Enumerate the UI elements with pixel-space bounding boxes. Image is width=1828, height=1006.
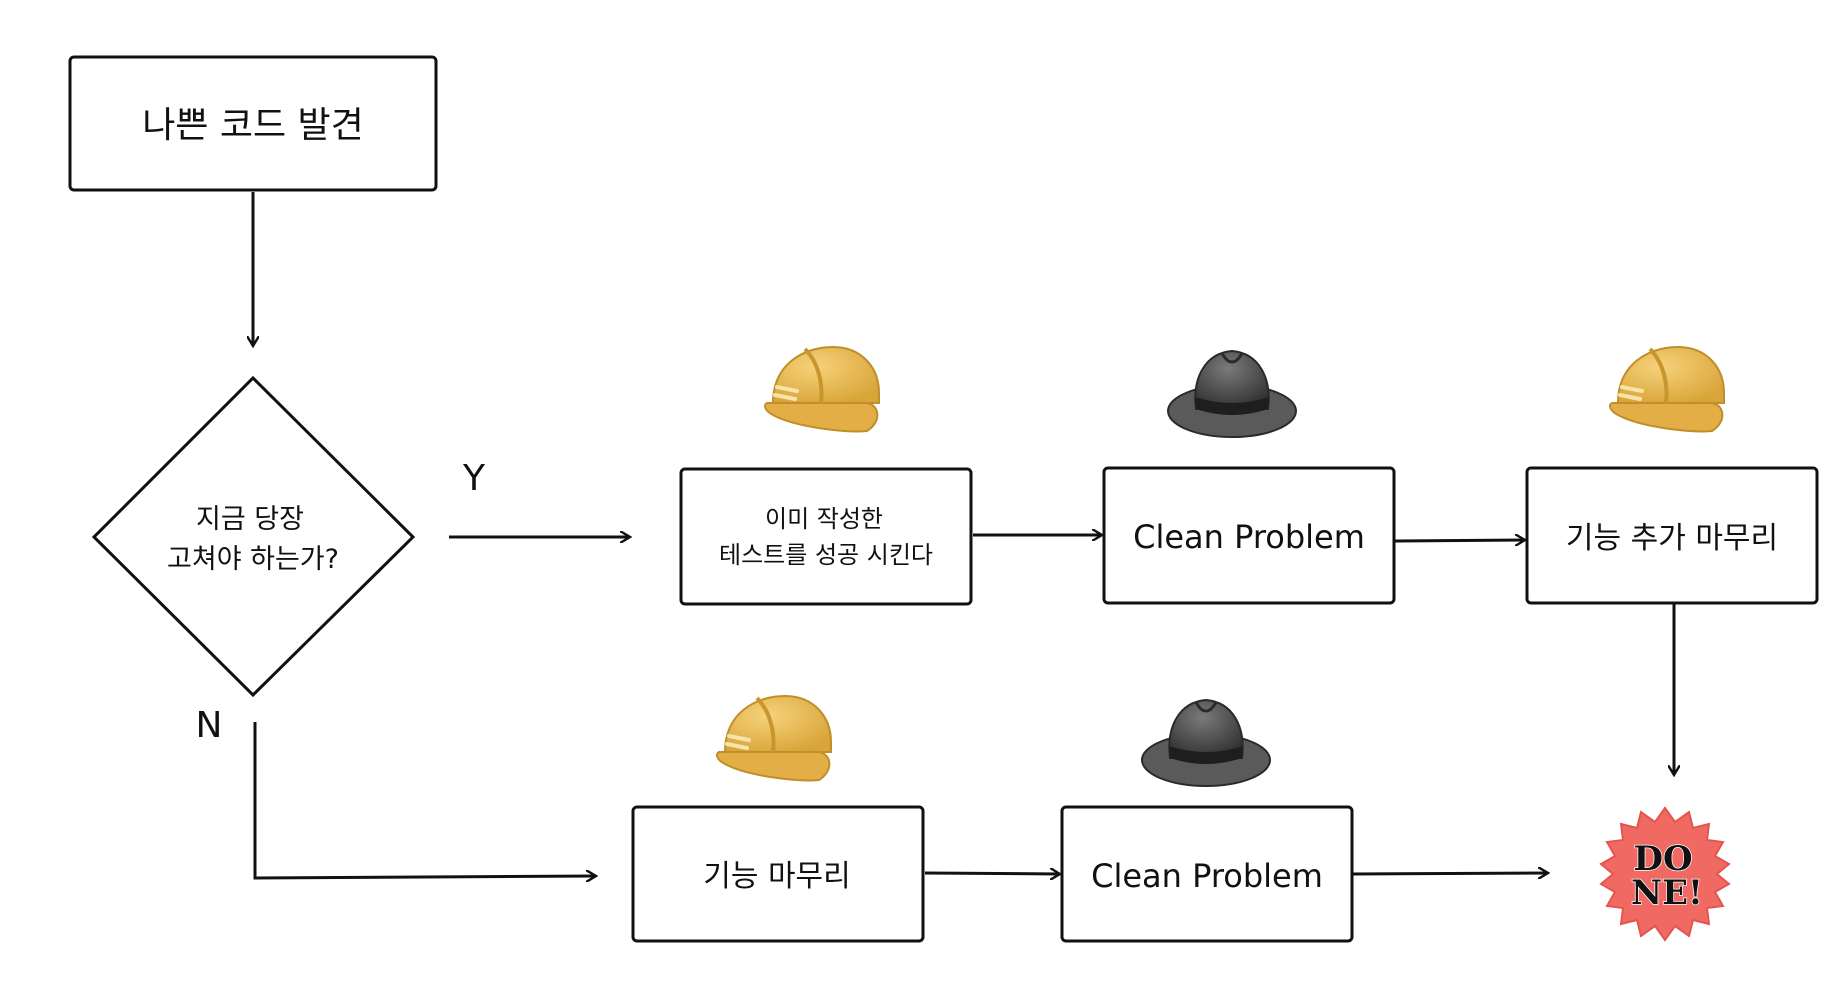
yes-step-2-node: Clean Problem — [1102, 466, 1396, 605]
start-node-label: 나쁜 코드 발견 — [142, 105, 364, 146]
yes-step-1-line-1: 이미 작성한 — [765, 505, 883, 533]
arrow-no2-to-done — [1352, 873, 1548, 874]
connectors — [253, 192, 1674, 878]
decision-line-1: 지금 당장 — [196, 504, 304, 535]
no-step-1-node: 기능 마무리 — [631, 805, 925, 943]
arrow-no-branch — [253, 722, 596, 878]
yes-step-3-node: 기능 추가 마무리 — [1525, 466, 1819, 605]
no-branch-label: N — [196, 705, 223, 746]
done-badge-line-1: DO — [1633, 839, 1692, 879]
done-badge-line-2: NE! — [1631, 873, 1703, 913]
hard-hat-icon — [1609, 345, 1725, 433]
no-step-2-node: Clean Problem — [1060, 805, 1354, 943]
no-step-1-label: 기능 마무리 — [703, 859, 851, 894]
yes-step-3-label: 기능 추가 마무리 — [1566, 521, 1778, 556]
start-node: 나쁜 코드 발견 — [68, 55, 438, 192]
yes-step-1-node: 이미 작성한 테스트를 성공 시킨다 — [679, 467, 973, 606]
yes-branch-label: Y — [462, 458, 486, 499]
no-step-2-label: Clean Problem — [1091, 857, 1323, 895]
fedora-hat-icon — [1141, 698, 1271, 787]
decision-line-2: 고쳐야 하는가? — [167, 544, 339, 575]
hard-hat-icon — [716, 694, 832, 782]
fedora-hat-icon — [1167, 349, 1297, 438]
done-badge-icon: DO NE! — [1599, 806, 1731, 942]
arrow-no1-to-no2 — [924, 873, 1060, 874]
arrow-yes2-to-yes3 — [1394, 540, 1525, 541]
hard-hat-icon — [764, 345, 880, 433]
yes-step-2-label: Clean Problem — [1133, 518, 1365, 556]
decision-node: 지금 당장 고쳐야 하는가? — [91, 375, 416, 698]
yes-step-1-line-2: 테스트를 성공 시킨다 — [719, 541, 933, 569]
